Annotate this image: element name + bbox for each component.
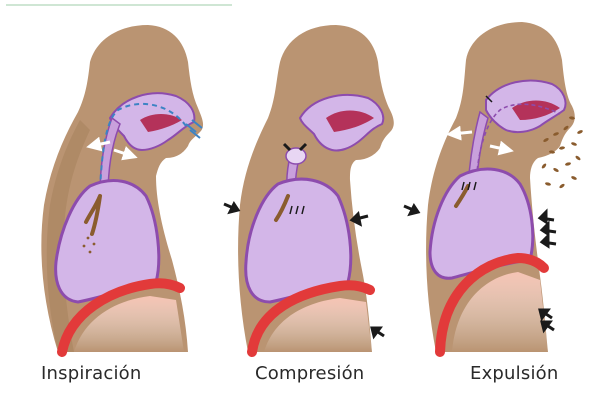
caption-expulsion: Expulsión xyxy=(470,363,558,384)
stage-inspiracion xyxy=(41,25,203,352)
caption-compresion: Compresión xyxy=(255,363,364,384)
stage-compresion xyxy=(224,25,394,352)
caption-inspiracion: Inspiración xyxy=(41,363,141,384)
white-arrow xyxy=(452,132,472,134)
stage-expulsion xyxy=(404,22,583,352)
